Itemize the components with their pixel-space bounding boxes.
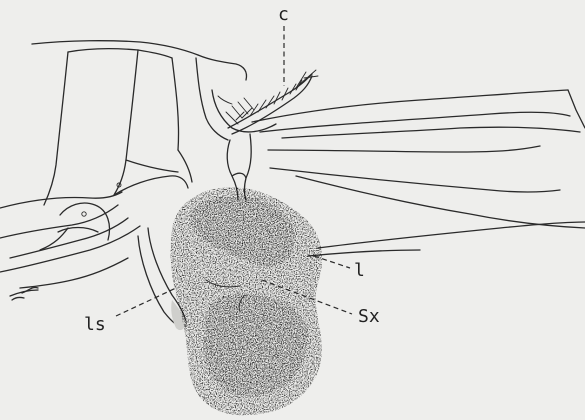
label-c: c bbox=[278, 4, 289, 25]
egg-mass bbox=[171, 187, 322, 415]
label-sx: Sx bbox=[358, 306, 380, 327]
cercus bbox=[196, 55, 318, 140]
label-ls: ls bbox=[84, 314, 106, 335]
abdominal-segments bbox=[0, 41, 198, 300]
label-l: l bbox=[354, 260, 365, 281]
leader-ls bbox=[116, 288, 176, 316]
